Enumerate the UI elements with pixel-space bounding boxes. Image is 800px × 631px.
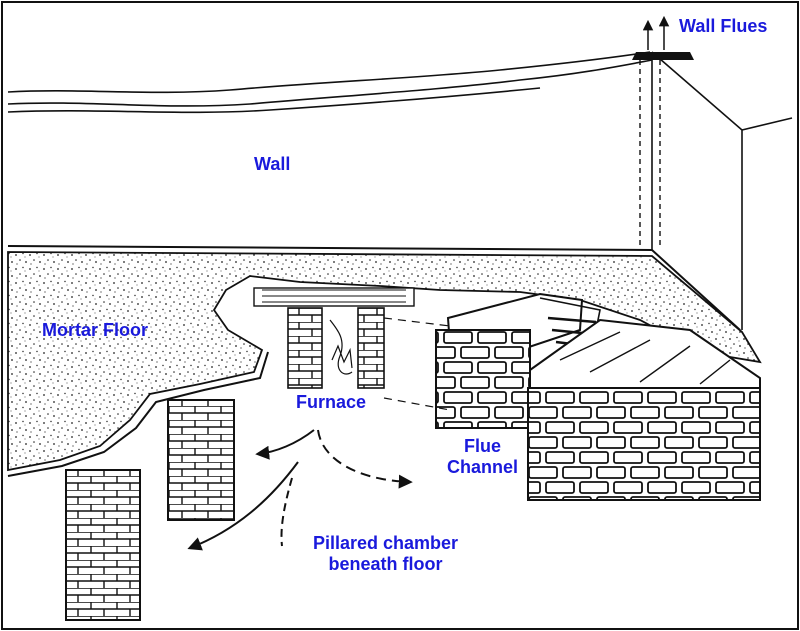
flue-channel-block [435, 292, 601, 429]
label-wall-text: Wall [254, 154, 291, 174]
floor-edge [7, 351, 269, 477]
label-pillared-line2: beneath floor [328, 554, 443, 574]
label-mortar-floor-text: Mortar Floor [42, 320, 148, 340]
label-flue-channel: Flue Channel [447, 436, 518, 478]
pillar-middle [167, 399, 235, 521]
label-wall-flues: Wall Flues [679, 16, 767, 37]
label-wall-flues-text: Wall Flues [679, 16, 768, 36]
guide-lines [383, 317, 451, 411]
label-wall: Wall [254, 154, 290, 175]
label-flue-channel-line2: Channel [447, 457, 519, 477]
label-flue-channel-line1: Flue [464, 436, 502, 456]
label-furnace: Furnace [296, 392, 366, 413]
label-mortar-floor: Mortar Floor [42, 320, 148, 341]
furnace-opening [253, 287, 415, 389]
flue-outlet [632, 15, 694, 60]
side-wall [651, 51, 793, 330]
label-furnace-text: Furnace [296, 392, 367, 412]
pillar-front-left [65, 469, 141, 621]
masonry-block [527, 318, 761, 501]
wall-top-edge [7, 51, 653, 114]
label-pillared-chamber: Pillared chamber beneath floor [313, 533, 458, 575]
airflow-arrows [187, 429, 413, 551]
wall-flue-lines [639, 60, 661, 248]
wall-base [7, 245, 741, 331]
label-pillared-line1: Pillared chamber [313, 533, 459, 553]
